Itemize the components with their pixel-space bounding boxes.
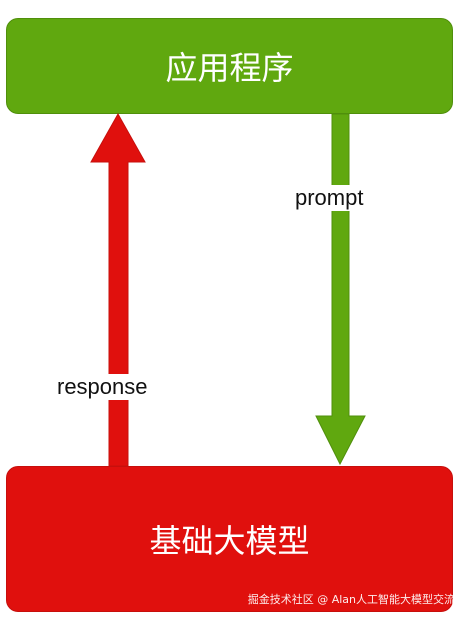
prompt-arrow-shape xyxy=(315,113,366,466)
prompt-arrow xyxy=(315,113,366,466)
foundation-model-box: 基础大模型 xyxy=(6,466,453,612)
application-label: 应用程序 xyxy=(165,49,294,87)
foundation-model-label: 基础大模型 xyxy=(149,522,310,560)
prompt-label: prompt xyxy=(293,185,366,211)
application-box: 应用程序 xyxy=(6,18,453,114)
response-arrow-shape xyxy=(90,112,146,467)
watermark-text: 掘金技术社区 @ Alan人工智能大模型交流群 xyxy=(247,593,466,606)
response-label: response xyxy=(55,374,150,400)
response-arrow xyxy=(90,112,146,467)
